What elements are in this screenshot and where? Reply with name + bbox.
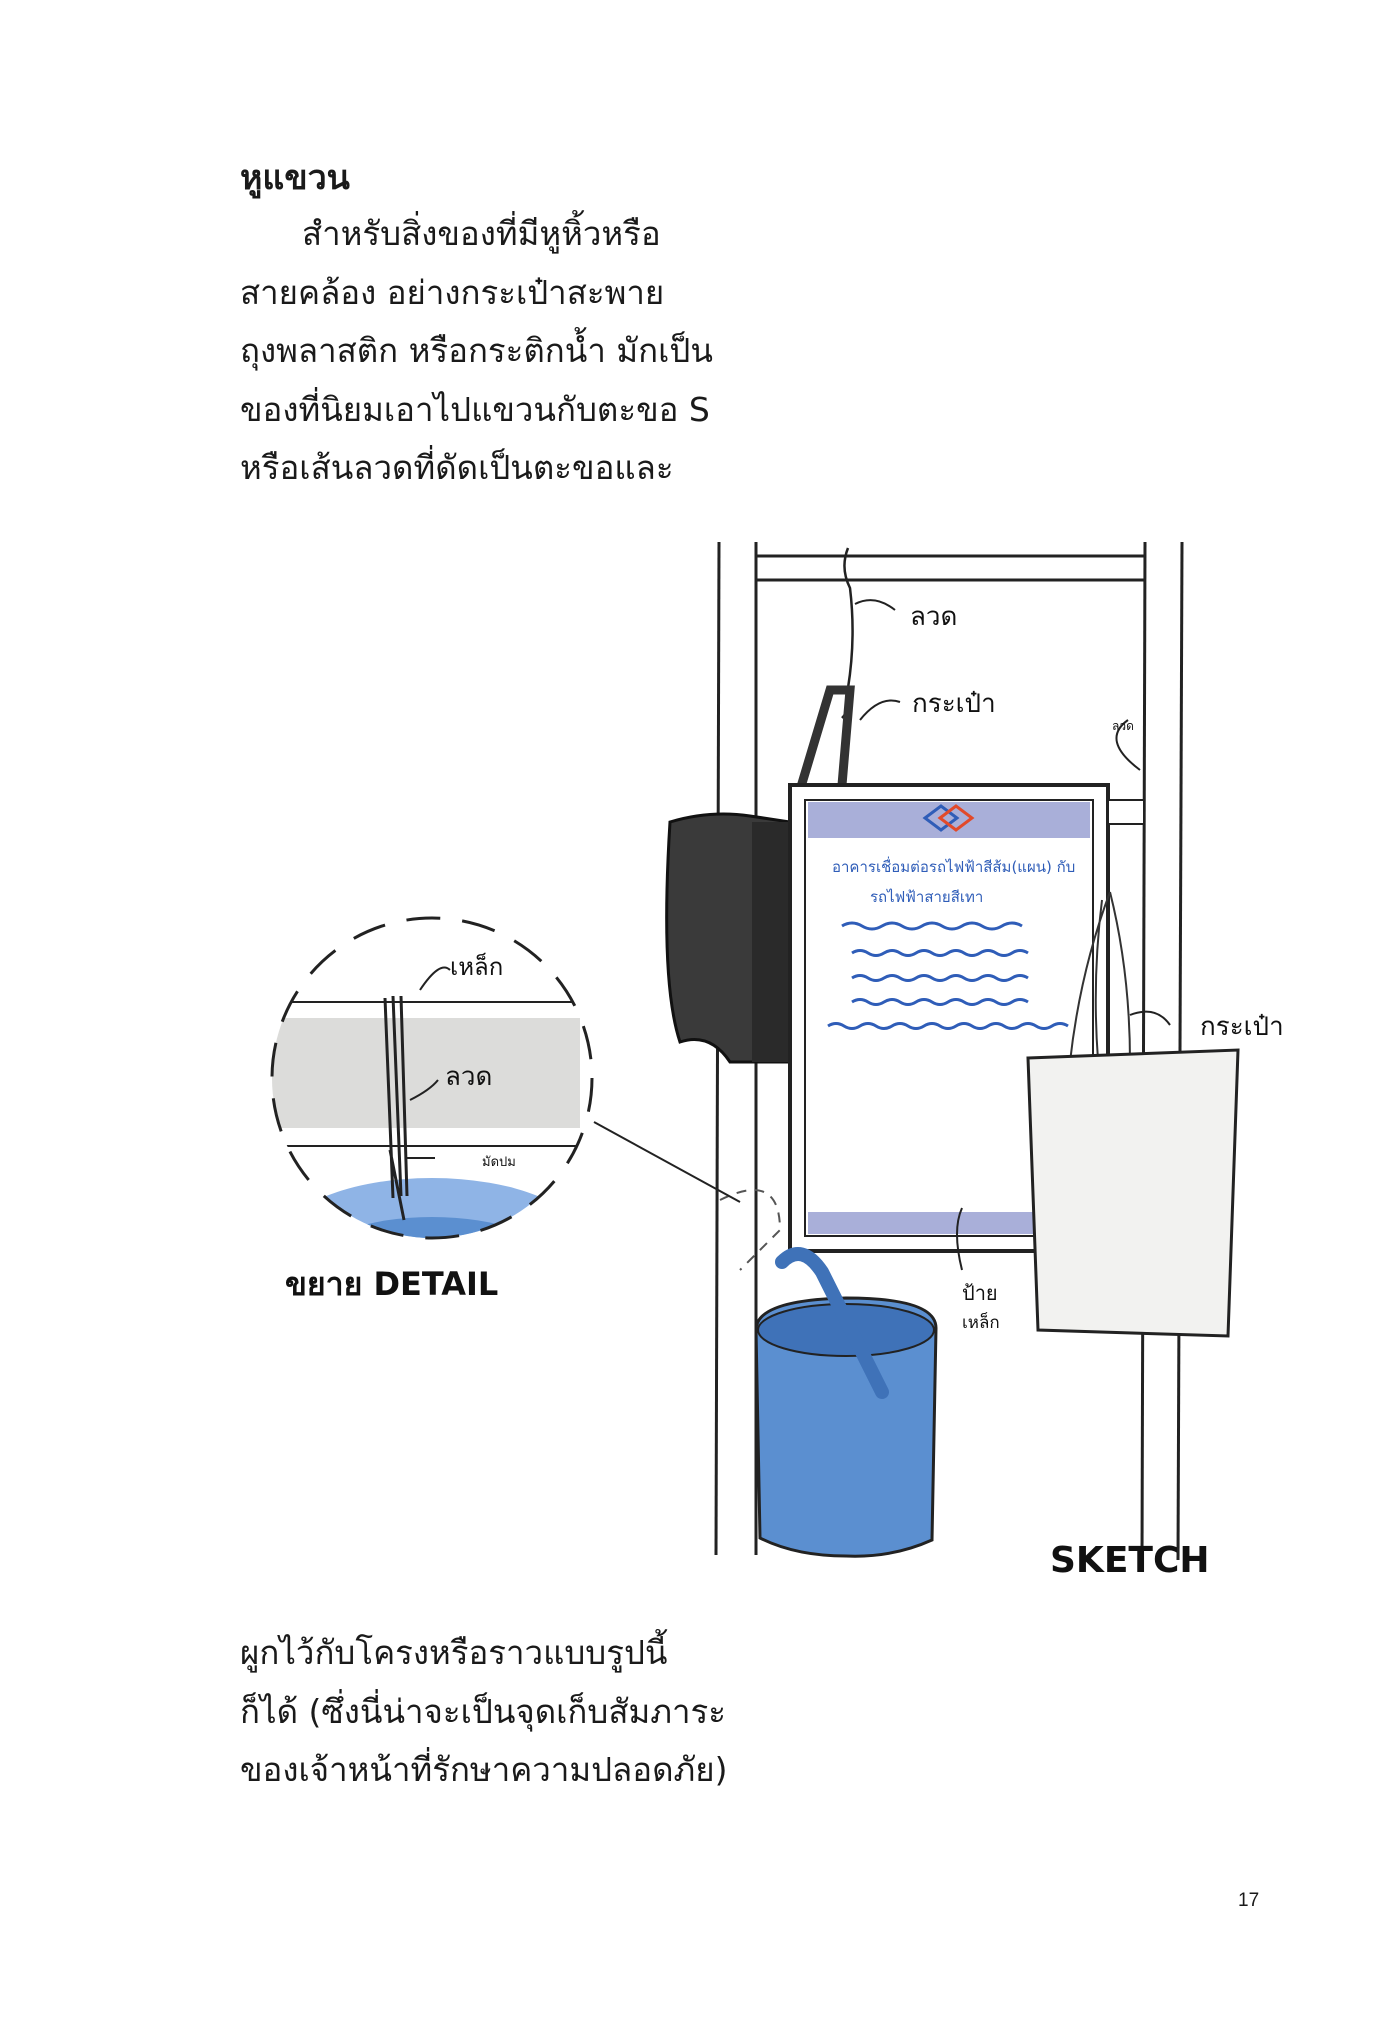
annotation-leaders bbox=[593, 599, 1171, 1271]
text-line: ของที่นิยมเอาไปแขวนกับตะขอ S bbox=[240, 389, 710, 429]
text-line: หรือเส้นลวดที่ดัดเป็นตะขอและ bbox=[240, 448, 674, 487]
text-line: ถุงพลาสติก หรือกระติกน้ำ มักเป็น bbox=[240, 331, 713, 370]
text-line: ก็ได้ (ซึ่งนี่น่าจะเป็นจุดเก็บสัมภาระ bbox=[240, 1691, 726, 1731]
label-bag-right: กระเป๋า bbox=[1200, 1012, 1284, 1042]
detail-label-iron: เหล็ก bbox=[450, 952, 503, 981]
text-line: ผูกไว้กับโครงหรือราวแบบรูปนี้ bbox=[240, 1633, 668, 1672]
water-bucket bbox=[719, 1189, 938, 1558]
page-number: 17 bbox=[1238, 1890, 1260, 1911]
detail-caption: ขยาย DETAIL bbox=[285, 1265, 498, 1303]
label-bag: กระเป๋า bbox=[912, 689, 996, 719]
text-line: สายคล้อง อย่างกระเป๋าสะพาย bbox=[240, 272, 665, 312]
detail-label-wire: ลวด bbox=[445, 1062, 492, 1092]
tote-bag bbox=[1026, 891, 1240, 1338]
section-heading: หูแขวน bbox=[240, 158, 350, 198]
board-scribble-lines bbox=[827, 921, 1069, 1030]
sketch-title: SKETCH bbox=[1050, 1540, 1210, 1581]
black-bag bbox=[665, 685, 855, 1064]
board-title: อาคารเชื่อมต่อรถไฟฟ้าสีส้ม(แผน) กับ bbox=[832, 856, 1075, 876]
label-sign-iron: เหล็ก bbox=[962, 1311, 1000, 1333]
body-paragraph-top: สำหรับสิ่งของที่มีหูหิ้วหรือ สายคล้อง อย… bbox=[240, 205, 720, 498]
text-line: ของเจ้าหน้าที่รักษาความปลอดภัย) bbox=[240, 1750, 728, 1789]
body-paragraph-bottom: ผูกไว้กับโครงหรือราวแบบรูปนี้ ก็ได้ (ซึ่… bbox=[240, 1624, 728, 1800]
board-subtitle: รถไฟฟ้าสายสีเทา bbox=[870, 888, 983, 906]
detail-magnifier: เหล็ก ลวด มัดปม ขยาย DETAIL bbox=[270, 916, 594, 1303]
label-wire-small: ลวด bbox=[1112, 719, 1134, 733]
text-line: สำหรับสิ่งของที่มีหูหิ้วหรือ bbox=[302, 214, 661, 253]
label-sign: ป้าย bbox=[962, 1281, 998, 1305]
logo-icon bbox=[922, 804, 975, 832]
detail-label-knot: มัดปม bbox=[482, 1155, 516, 1170]
label-wire: ลวด bbox=[910, 602, 957, 632]
